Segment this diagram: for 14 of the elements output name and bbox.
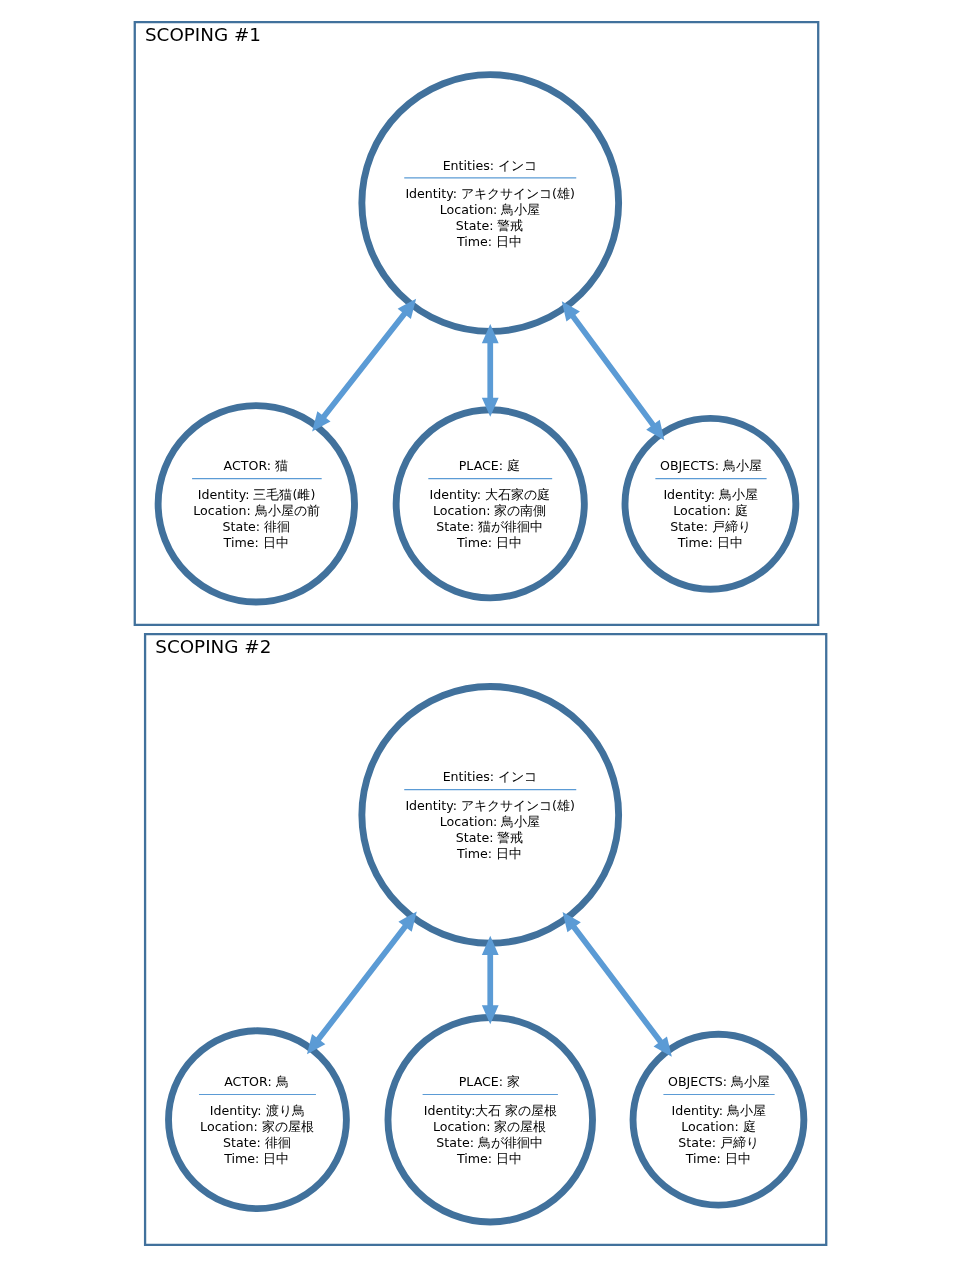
arrow: [481, 324, 499, 417]
node-circle: ACTOR: 鳥 Identity: 渡り鳥 Location: 家の屋根 State: 徘徊 Time: 日中: [165, 1027, 350, 1213]
node-circle: Entities: インコ Identity: アキクサインコ(雄) Location: 鳥小屋 State: 警戒 Time: 日中: [358, 683, 623, 947]
node-circle: Entities: インコ Identity: アキクサインコ(雄) Location: 鳥小屋 State: 警戒 Time: 日中: [358, 71, 623, 335]
arrow: [481, 935, 499, 1025]
node-circle: PLACE: 庭 Identity: 大石家の庭 Location: 家の南側 State: 猫が徘徊中 Time: 日中: [392, 406, 588, 602]
arrow: [312, 298, 417, 432]
node-circle: ACTOR: 猫 Identity: 三毛猫(雌) Location: 鳥小屋の前 State: 徘徊 Time: 日中: [154, 402, 358, 606]
arrow: [562, 911, 672, 1057]
arrow: [307, 911, 417, 1055]
arrow: [561, 301, 665, 441]
node-circle: PLACE: 家 Identity:大石 家の屋根 Location: 家の屋根 State: 鳥が徘徊中 Time: 日中: [384, 1014, 596, 1226]
node-circle: OBJECTS: 鳥小屋 Identity: 鳥小屋 Location: 庭 State: 戸締り Time: 日中: [629, 1030, 808, 1209]
node-circle: OBJECTS: 鳥小屋 Identity: 鳥小屋 Location: 庭 State: 戸締り Time: 日中: [621, 414, 800, 593]
